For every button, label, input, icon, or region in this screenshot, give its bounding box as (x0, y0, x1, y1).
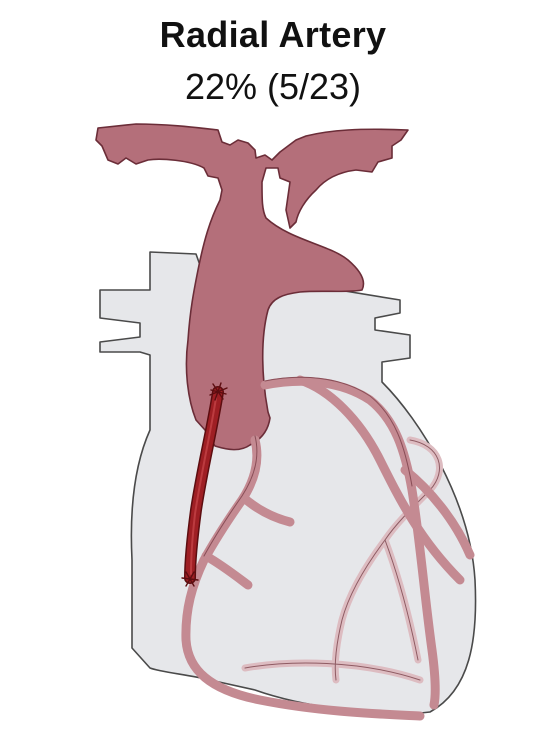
graft-patency-stat: 22% (5/23) (184, 66, 362, 107)
figure-title: Radial Artery (159, 14, 387, 55)
aorta (95, 123, 409, 451)
radial-artery-graft-icon (181, 382, 228, 587)
distal-anastomosis (181, 571, 199, 587)
coronary-arteries (181, 375, 475, 721)
proximal-anastomosis (209, 382, 228, 401)
